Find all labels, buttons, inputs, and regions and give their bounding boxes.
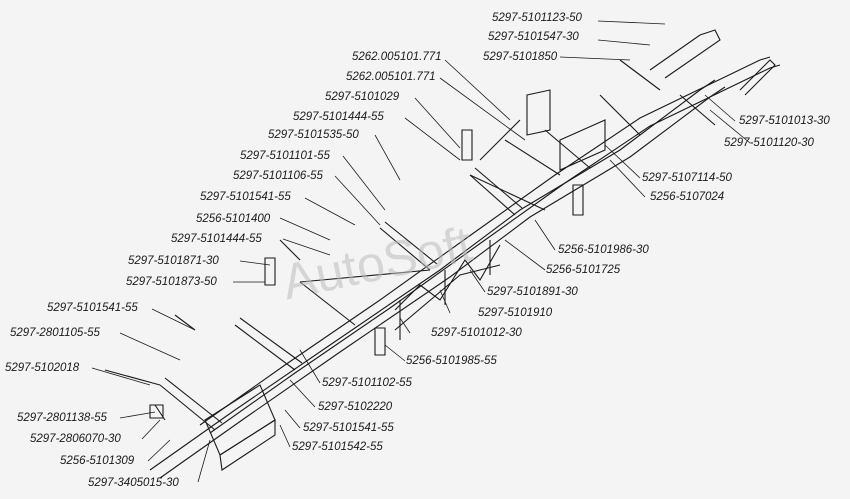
- part-label: 5297-5102018: [5, 362, 80, 374]
- part-label: 5297-5101541-55: [303, 422, 394, 434]
- part-label: 5297-5101120-30: [724, 137, 815, 149]
- part-label: 5297-2801105-55: [10, 327, 101, 339]
- part-label: 5297-5101910: [478, 307, 553, 319]
- part-label: 5297-3405015-30: [88, 477, 179, 489]
- part-label: 5297-5101102-55: [322, 377, 413, 389]
- part-label: 5297-5101123-50: [492, 12, 583, 24]
- part-label: 5297-2806070-30: [30, 433, 121, 445]
- part-label: 5297-5101444-55: [293, 111, 384, 123]
- part-label: 5297-5102220: [318, 401, 393, 413]
- part-label: 5297-5101029: [325, 91, 400, 103]
- leader-lines: [91, 20, 751, 483]
- part-label: 5256-5101986-30: [558, 244, 649, 256]
- part-label: 5297-2801138-55: [17, 412, 108, 424]
- part-label: 5262.005101.771: [346, 71, 436, 83]
- part-label: 5297-5101013-30: [739, 115, 830, 127]
- part-label: 5297-5101547-30: [488, 31, 579, 43]
- part-label: 5262.005101.771: [352, 51, 442, 63]
- part-label: 5297-5101850: [483, 51, 558, 63]
- part-label: 5256-5101309: [60, 455, 135, 467]
- frame-drawing: [104, 29, 781, 479]
- part-label: 5256-5101400: [196, 213, 271, 225]
- part-label: 5297-5101106-55: [233, 170, 324, 182]
- part-label: 5297-5101101-55: [240, 150, 331, 162]
- part-label: 5297-5101541-55: [47, 302, 138, 314]
- part-label: 5297-5101535-50: [268, 129, 359, 141]
- part-label: 5297-5101891-30: [487, 286, 578, 298]
- part-label: 5297-5101873-50: [126, 276, 217, 288]
- part-label: 5297-5101541-55: [200, 191, 291, 203]
- part-label: 5297-5107114-50: [642, 172, 733, 184]
- part-label: 5256-5107024: [650, 191, 724, 203]
- part-label: 5297-5101444-55: [171, 233, 262, 245]
- part-labels: 5297-5101123-50 5297-5101547-30 5297-510…: [5, 12, 830, 489]
- part-label: 5297-5101012-30: [431, 327, 522, 339]
- part-label: 5297-5101871-30: [128, 255, 219, 267]
- part-label: 5256-5101725: [546, 264, 621, 276]
- part-label: 5297-5101542-55: [292, 441, 383, 453]
- part-label: 5256-5101985-55: [406, 355, 497, 367]
